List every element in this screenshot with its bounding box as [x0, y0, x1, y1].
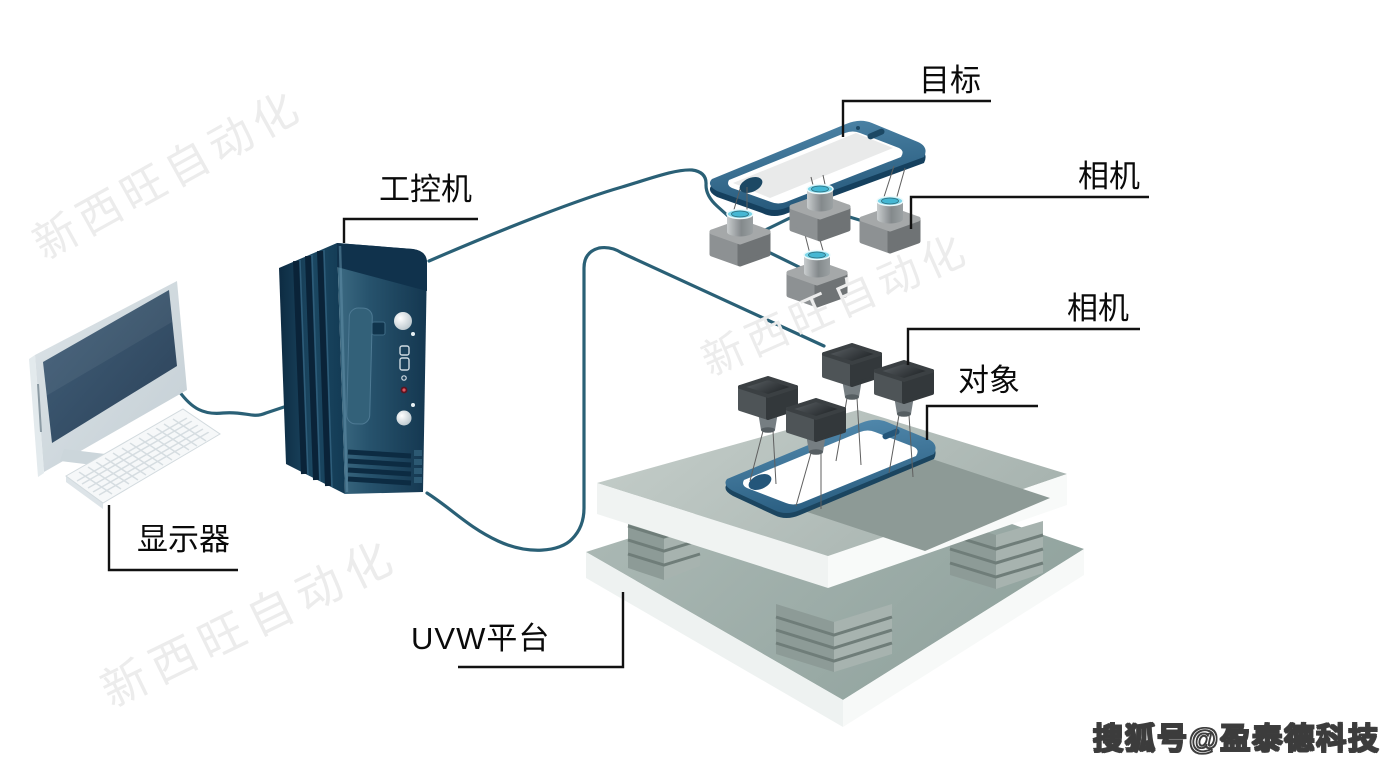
leader-camera-top	[909, 195, 1149, 229]
monitor-side-edge	[29, 355, 44, 477]
stage-lower-slab-side-left	[586, 552, 843, 727]
uvw-stage	[586, 410, 1084, 727]
pc-indicator-dot	[411, 403, 415, 407]
pc-usb-port-1	[399, 345, 410, 356]
industrial-pc	[279, 243, 427, 494]
target-phone-home-button	[739, 177, 763, 193]
cable-pc-to-top-cameras	[427, 168, 750, 263]
object-phone	[725, 419, 936, 518]
keyboard-keys	[76, 417, 210, 496]
keyboard-side	[66, 476, 103, 509]
object-phone-speaker	[882, 428, 900, 440]
monitor-bezel-slot	[37, 383, 42, 433]
label-camera-bottom: 相机	[1067, 291, 1129, 326]
label-uvw-stage: UVW平台	[411, 621, 551, 656]
leader-industrial-pc	[342, 217, 478, 243]
pc-port-squares	[414, 450, 422, 483]
pc-power-button	[394, 312, 412, 330]
camera-up-1	[712, 210, 768, 265]
pc-front-panel	[337, 243, 427, 494]
stage-upper-slab-side-left	[597, 483, 828, 588]
leader-target	[841, 99, 991, 137]
pc-hdd-led	[402, 388, 406, 392]
pc-vents	[347, 449, 412, 486]
label-object: 对象	[958, 363, 1020, 398]
object-phone-screen	[743, 430, 918, 505]
target-phone	[709, 120, 926, 216]
monitor	[29, 281, 187, 477]
leader-uvw-stage	[458, 592, 625, 669]
target-phone-speaker	[867, 128, 885, 140]
pc-side-ribs	[293, 249, 333, 488]
label-industrial-pc: 工控机	[379, 172, 472, 207]
cable-pc-to-down-cameras	[425, 245, 826, 552]
leader-monitor	[107, 505, 238, 572]
keyboard	[65, 408, 221, 509]
leader-camera-bottom	[906, 327, 1140, 365]
sohu-watermark-badge: 搜狐号@盈泰德科技	[1092, 722, 1381, 756]
leader-object	[925, 404, 1038, 440]
label-camera-top: 相机	[1078, 159, 1140, 194]
target-phone-camera-dot	[856, 126, 860, 130]
object-phone-home-button	[748, 474, 772, 490]
pc-front-edge-highlight	[338, 245, 349, 493]
pc-power-led	[411, 332, 415, 336]
leader-lines	[107, 99, 1149, 669]
monitor-screen	[43, 290, 177, 443]
camera-down-3	[822, 343, 882, 402]
pc-drive-bay	[346, 307, 373, 425]
stage-pillar-front	[775, 604, 893, 672]
monitor-screen-sheen	[43, 290, 172, 396]
label-target: 目标	[919, 63, 981, 98]
pc-top-band	[337, 243, 427, 291]
camera-down-4	[874, 360, 934, 419]
pc-reset-button	[396, 410, 412, 426]
target-phone-screen-band	[733, 133, 893, 198]
pc-audio-jack	[401, 375, 407, 381]
stage-lower-slab-side-right	[843, 549, 1084, 727]
cable-monitor-to-pc	[177, 389, 286, 417]
pc-eject-button	[371, 321, 386, 336]
label-monitor: 显示器	[137, 522, 230, 557]
pc-usb-port-2	[399, 357, 410, 371]
